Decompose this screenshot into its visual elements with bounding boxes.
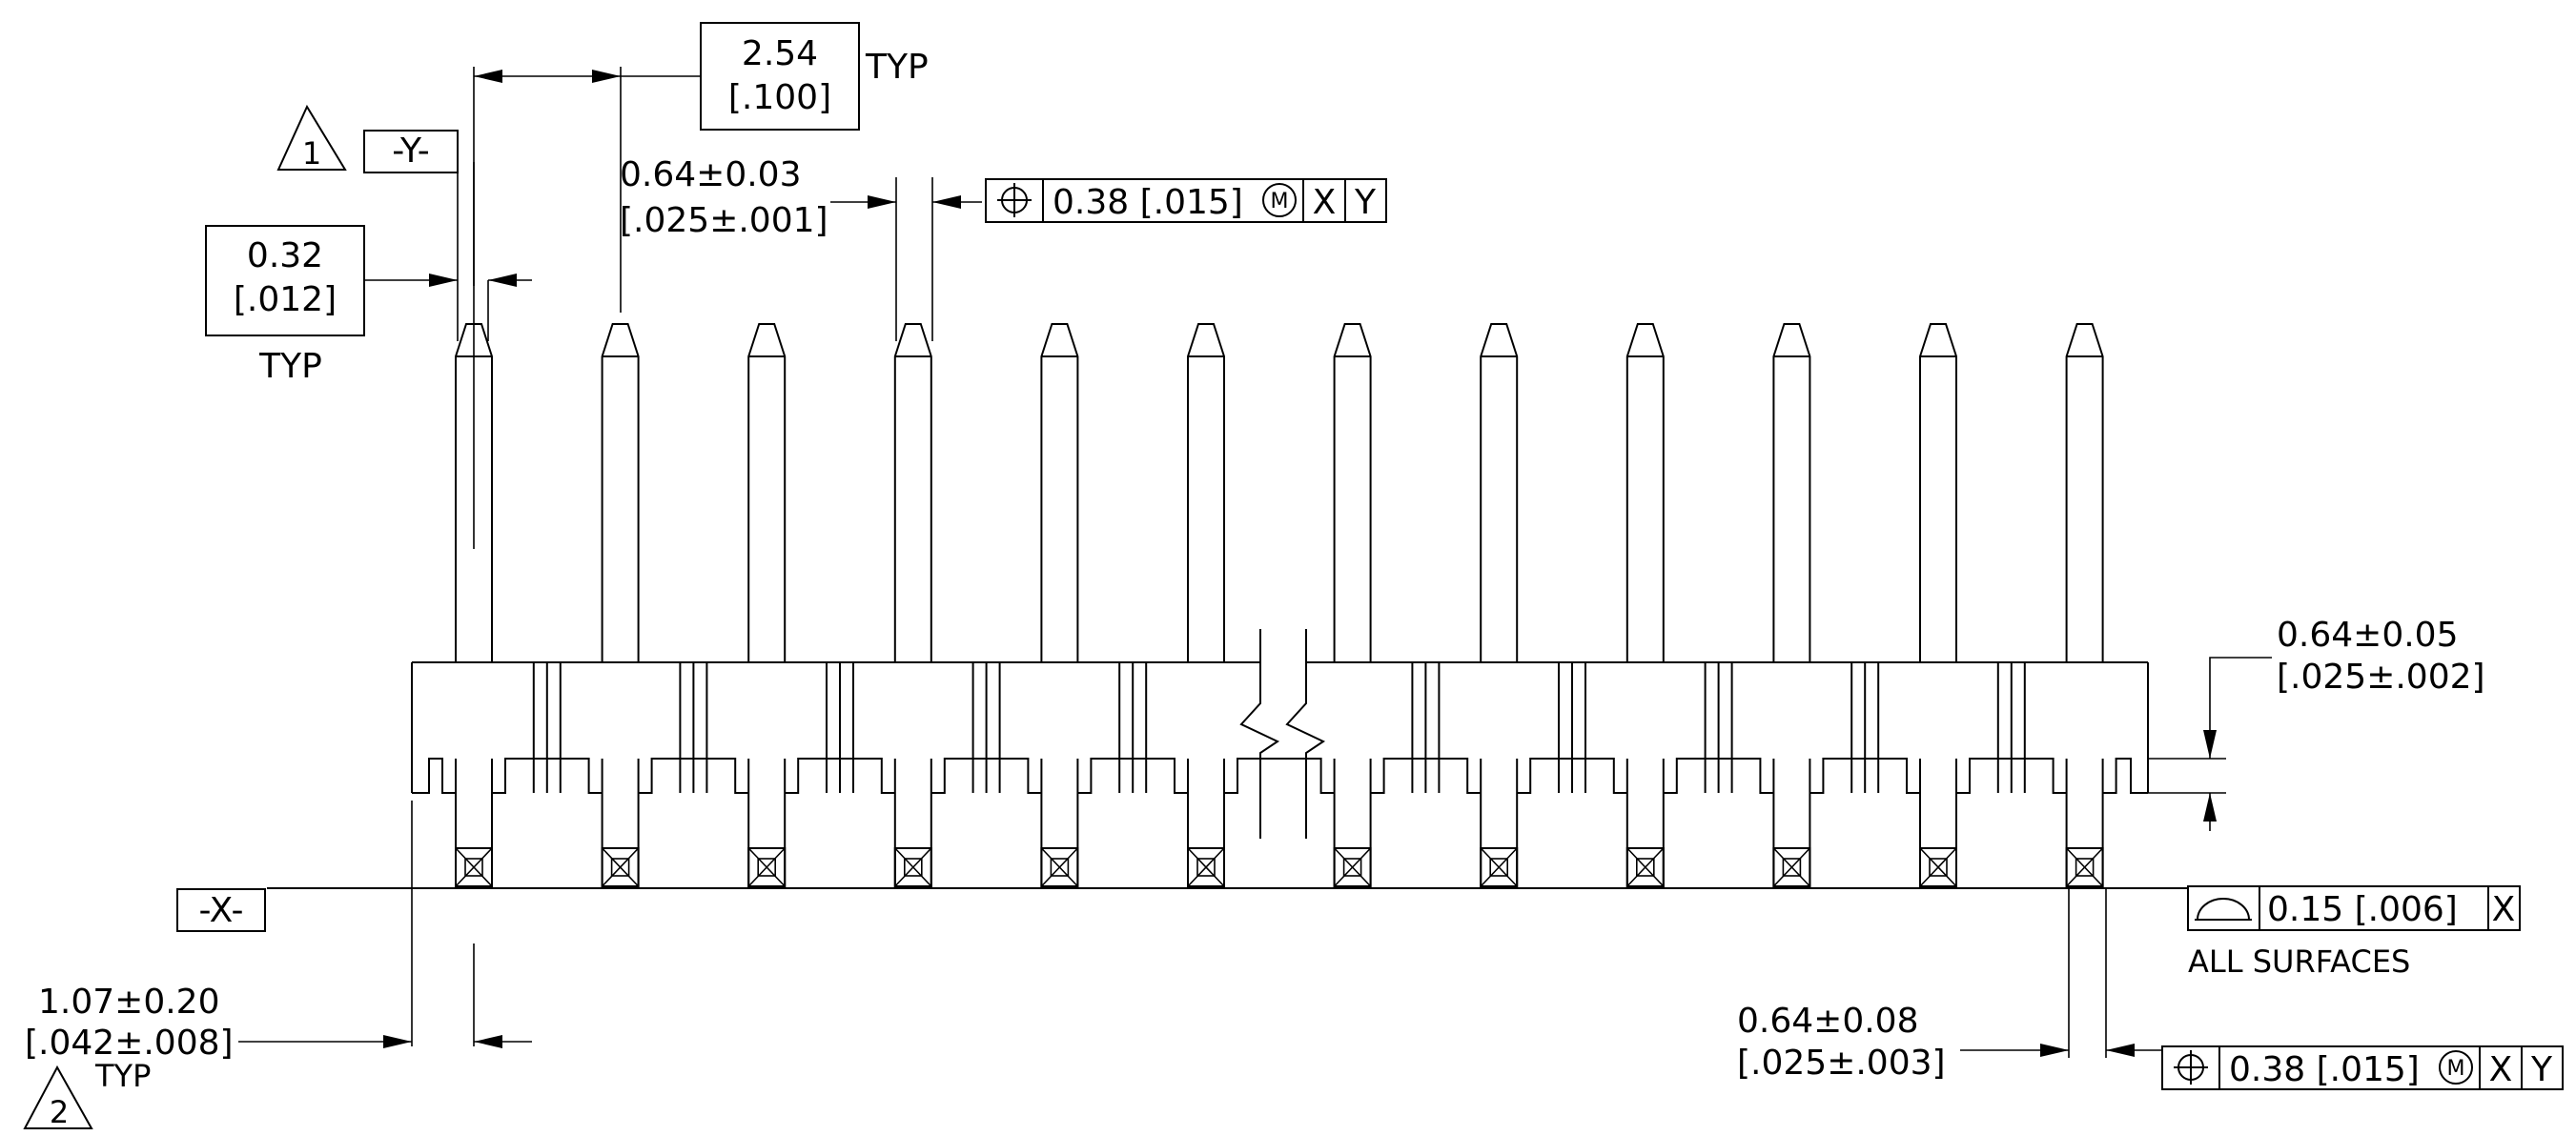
position-icon [997, 183, 1032, 217]
pin-width-dimension: 0.32 [.012] TYP [205, 225, 532, 386]
svg-text:M: M [1271, 190, 1289, 213]
pin-width-inch: [.012] [234, 280, 337, 319]
pin-tail-11 [1919, 759, 1957, 888]
datum-y-label: -Y- [392, 132, 429, 171]
datum-y-frame: -Y- [363, 130, 459, 173]
profile-value: 0.15 [.006] [2267, 890, 2458, 929]
pin-tip-width-dimension: 0.64±0.03 [.025±.001] [620, 155, 982, 341]
tail-width-inch: [.025±.003] [1737, 1044, 1946, 1083]
fcf-top-datum-1: X [1313, 183, 1337, 222]
datum-x-label: -X- [198, 891, 243, 930]
pin-2 [601, 323, 640, 662]
svg-text:2: 2 [50, 1094, 69, 1130]
pin-tail-4 [893, 759, 932, 888]
fcf-bottom-datum-2: Y [2530, 1050, 2553, 1089]
pin-4 [893, 323, 932, 662]
svg-text:1: 1 [302, 135, 321, 172]
pin-5 [1040, 323, 1079, 662]
pin-tail-1 [455, 759, 493, 888]
fcf-bottom-value: 0.38 [.015] [2229, 1050, 2420, 1089]
note-flag-1: 1 [276, 104, 347, 172]
pin-offset-note: TYP [94, 1058, 151, 1094]
pin-11 [1919, 323, 1957, 662]
pin-tail-6 [1187, 759, 1225, 888]
pin-tail-10 [1772, 759, 1811, 888]
pitch-inch: [.100] [728, 78, 831, 117]
profile-of-surface-icon [2195, 898, 2252, 921]
fcf-top-value: 0.38 [.015] [1053, 183, 1243, 222]
pin-tail-5 [1040, 759, 1079, 888]
datum-x-frame: -X- [176, 888, 266, 932]
feature-control-frame-bottom: 0.38 [.015] M X Y [2161, 1045, 2564, 1090]
feature-control-frame-top: 0.38 [.015] M X Y [985, 178, 1387, 223]
pin-offset-inch: [.042±.008] [25, 1024, 234, 1063]
pin-9 [1625, 323, 1665, 662]
pin-tail-12 [2065, 759, 2104, 888]
pin-8 [1480, 323, 1519, 662]
pin-7 [1333, 323, 1372, 662]
fcf-bottom-datum-1: X [2489, 1050, 2513, 1089]
housing [411, 629, 2149, 839]
tail-width-dimension: 0.64±0.08 [.025±.003] [1737, 888, 2162, 1083]
pitch-mm: 2.54 [742, 34, 818, 73]
pin-width-note: TYP [258, 347, 322, 386]
pin-tail-9 [1625, 759, 1665, 888]
profile-note: ALL SURFACES [2188, 943, 2410, 980]
pin-tail-7 [1333, 759, 1372, 888]
svg-text:M: M [2447, 1057, 2465, 1081]
pin-tail-2 [601, 759, 640, 888]
tail-width-mm: 0.64±0.08 [1737, 1002, 1918, 1041]
pin-tail-8 [1480, 759, 1519, 888]
pin-tail-3 [747, 759, 787, 888]
pin-6 [1187, 323, 1225, 662]
pin-tip-width-inch: [.025±.001] [620, 201, 828, 240]
standoff-inch: [.025±.002] [2277, 658, 2485, 697]
pin-width-mm: 0.32 [247, 236, 323, 275]
mmc-modifier-icon: M [1262, 183, 1297, 217]
pin-offset-dimension: 1.07±0.20 [.042±.008] 2 TYP [23, 801, 532, 1130]
pitch-note: TYP [865, 48, 929, 87]
pin-10 [1772, 323, 1811, 662]
pin-12 [2065, 323, 2104, 662]
pitch-dimension: 2.54 [.100] TYP [473, 22, 929, 313]
pin-3 [747, 323, 787, 662]
standoff-mm: 0.64±0.05 [2277, 616, 2458, 655]
profile-datum: X [2492, 890, 2516, 929]
note-flag-2: 2 [23, 1065, 93, 1130]
profile-frame: 0.15 [.006] X ALL SURFACES [2187, 885, 2521, 980]
pin-offset-mm: 1.07±0.20 [38, 983, 219, 1022]
standoff-dimension: 0.64±0.05 [.025±.002] [2148, 616, 2485, 831]
fcf-top-datum-2: Y [1354, 183, 1377, 222]
position-icon [2174, 1050, 2208, 1085]
pin-tip-width-mm: 0.64±0.03 [620, 155, 801, 194]
mmc-modifier-icon: M [2439, 1050, 2473, 1085]
